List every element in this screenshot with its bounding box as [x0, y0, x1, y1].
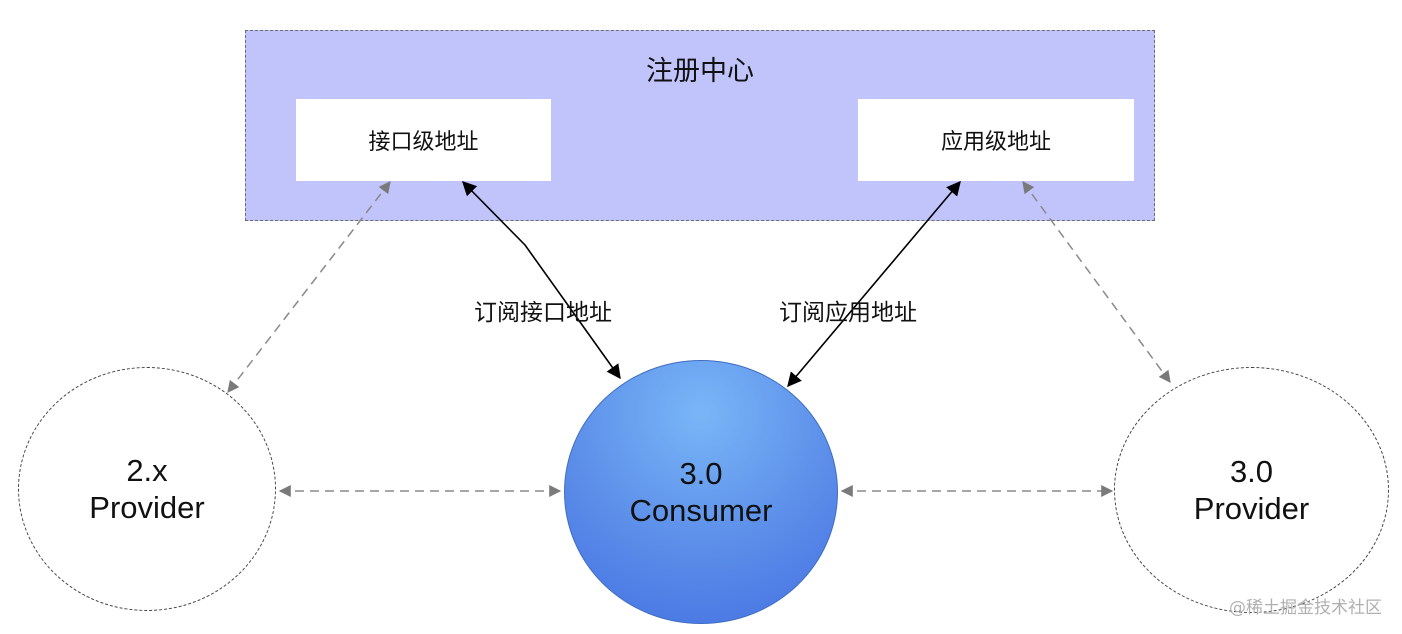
- watermark: @稀土掘金技术社区: [1229, 598, 1382, 618]
- interface-address-box: 接口级地址: [296, 99, 551, 181]
- provider-30-role: Provider: [1193, 491, 1310, 526]
- provider-2x-role: Provider: [89, 490, 205, 525]
- consumer-30-version: 3.0: [679, 456, 723, 491]
- provider-2x-version: 2.x: [126, 453, 168, 488]
- subscribe-application-label: 订阅应用地址: [779, 300, 917, 326]
- dashed-arrow-app-provider: [1022, 181, 1171, 383]
- registry-center: 注册中心 接口级地址 应用级地址: [245, 30, 1155, 221]
- application-address-box: 应用级地址: [858, 99, 1134, 181]
- solid-arrow-subscribe-application: [787, 180, 961, 388]
- dashed-arrow-iface-provider: [227, 181, 391, 393]
- consumer-30-role: Consumer: [629, 493, 773, 528]
- consumer-30-node: 3.0 Consumer: [564, 360, 838, 624]
- solid-arrow-subscribe-interface: [461, 180, 621, 380]
- provider-30-version: 3.0: [1229, 454, 1274, 489]
- subscribe-interface-label: 订阅接口地址: [474, 300, 612, 326]
- registry-title: 注册中心: [646, 56, 754, 87]
- provider-2x-node: 2.x Provider: [18, 367, 276, 611]
- provider-30-node: 3.0 Provider: [1114, 367, 1389, 613]
